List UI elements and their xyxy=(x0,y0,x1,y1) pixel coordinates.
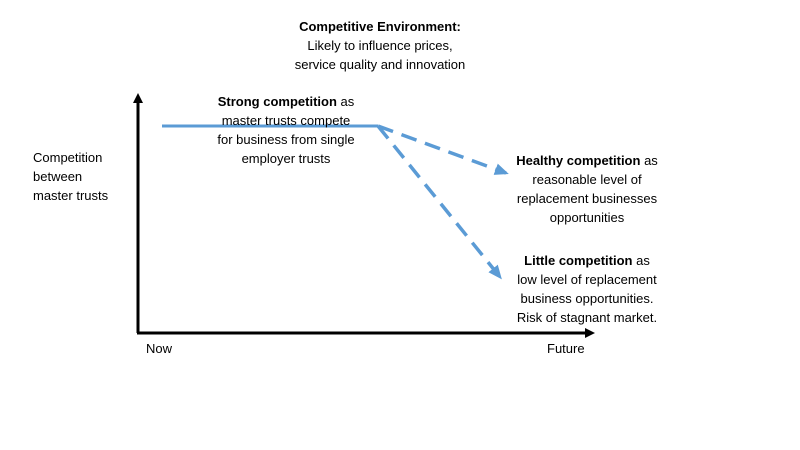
strong-competition-line-4: employer trusts xyxy=(241,151,331,166)
little-competition-arrow xyxy=(376,124,502,280)
little-competition-line-3: business opportunities. xyxy=(520,291,654,306)
diagram-title: Competitive Environment: Likely to influ… xyxy=(230,17,530,74)
healthy-competition-arrow xyxy=(377,124,509,175)
healthy-competition-line-2: reasonable level of xyxy=(532,172,642,187)
title-heading: Competitive Environment: xyxy=(299,19,461,34)
little-competition-tail: as xyxy=(632,253,650,268)
y-axis-label-line-3: master trusts xyxy=(33,188,109,203)
little-competition-text: Little competition as low level of repla… xyxy=(492,251,682,327)
little-competition-line-2: low level of replacement xyxy=(517,272,657,287)
title-line-2: service quality and innovation xyxy=(294,57,466,72)
strong-competition-tail: as xyxy=(336,94,355,109)
y-axis-label-line-1: Competition xyxy=(33,150,103,165)
healthy-competition-heading: Healthy competition xyxy=(516,153,641,168)
healthy-competition-line-1: Healthy competition as xyxy=(492,151,682,170)
little-competition-line-1: Little competition as xyxy=(492,251,682,270)
title-line-1: Likely to influence prices, xyxy=(307,38,453,53)
little-competition-heading: Little competition xyxy=(524,253,633,268)
strong-competition-heading: Strong competition xyxy=(217,94,337,109)
y-axis-label-line-2: between xyxy=(33,169,83,184)
x-axis-start-label: Now xyxy=(146,341,173,356)
strong-competition-line-2: master trusts compete xyxy=(221,113,351,128)
little-competition-line-4: Risk of stagnant market. xyxy=(516,310,658,325)
healthy-competition-text: Healthy competition as reasonable level … xyxy=(492,151,682,227)
strong-competition-text: Strong competition as master trusts comp… xyxy=(176,92,396,168)
healthy-competition-line-3: replacement businesses xyxy=(516,191,658,206)
healthy-competition-tail: as xyxy=(640,153,658,168)
strong-competition-line-1: Strong competition as xyxy=(176,92,396,111)
healthy-competition-line-4: opportunities xyxy=(549,210,625,225)
x-axis-end-label: Future xyxy=(547,341,585,356)
strong-competition-line-3: for business from single xyxy=(217,132,355,147)
y-axis-label: Competition between master trusts xyxy=(33,148,108,205)
